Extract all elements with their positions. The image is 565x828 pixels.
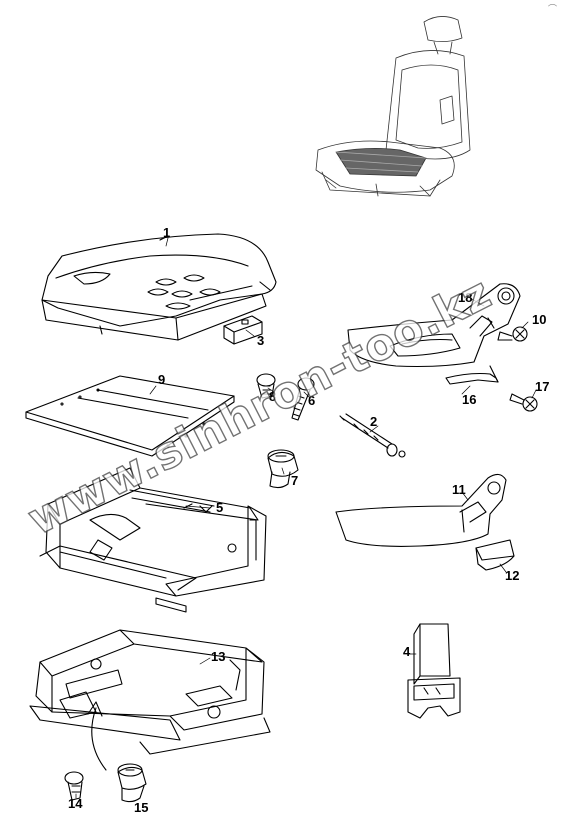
- part-3-clip: [223, 315, 263, 345]
- part-8-screw: [256, 373, 276, 399]
- reference-seat-illustration: [315, 16, 471, 197]
- leader-lines: [75, 237, 537, 799]
- assembly-arrow: [87, 701, 107, 771]
- callout-11: 11: [452, 482, 466, 497]
- callout-4: 4: [403, 644, 411, 659]
- part-9-seat-panel: [25, 375, 235, 457]
- callout-15: 15: [134, 800, 149, 815]
- part-7-cap-screw: [267, 449, 299, 489]
- callout-8: 8: [269, 389, 277, 404]
- corner-mark: ⌒: [547, 4, 557, 14]
- callout-12: 12: [505, 568, 520, 583]
- part-11-side-cover: [335, 473, 507, 547]
- callout-13: 13: [211, 649, 226, 664]
- part-18-side-trim: [347, 283, 521, 368]
- callout-17: 17: [535, 379, 550, 394]
- part-4-bracket: [407, 623, 461, 719]
- part-14-screw: [64, 771, 84, 801]
- callout-10: 10: [532, 312, 547, 327]
- callout-6: 6: [308, 393, 316, 408]
- part-13-adjuster-frame: [29, 629, 271, 755]
- callout-5: 5: [216, 500, 224, 515]
- callout-9: 9: [158, 372, 166, 387]
- part-1-seat-cushion: [41, 233, 277, 341]
- part-12-cap: [475, 539, 515, 571]
- callout-16: 16: [462, 392, 477, 407]
- callout-2: 2: [370, 414, 378, 429]
- part-2-long-bolt: [339, 413, 406, 458]
- part-10-screw: [497, 326, 528, 342]
- part-17-screw: [509, 393, 538, 412]
- part-16-clip: [445, 365, 499, 385]
- callout-18: 18: [458, 290, 473, 305]
- callout-7: 7: [291, 473, 299, 488]
- callout-1: 1: [163, 225, 171, 240]
- callout-14: 14: [68, 796, 83, 811]
- part-5-seat-frame: [39, 467, 267, 613]
- part-6-bolt: [291, 377, 315, 421]
- callout-3: 3: [257, 333, 265, 348]
- part-15-cap-screw: [117, 763, 147, 803]
